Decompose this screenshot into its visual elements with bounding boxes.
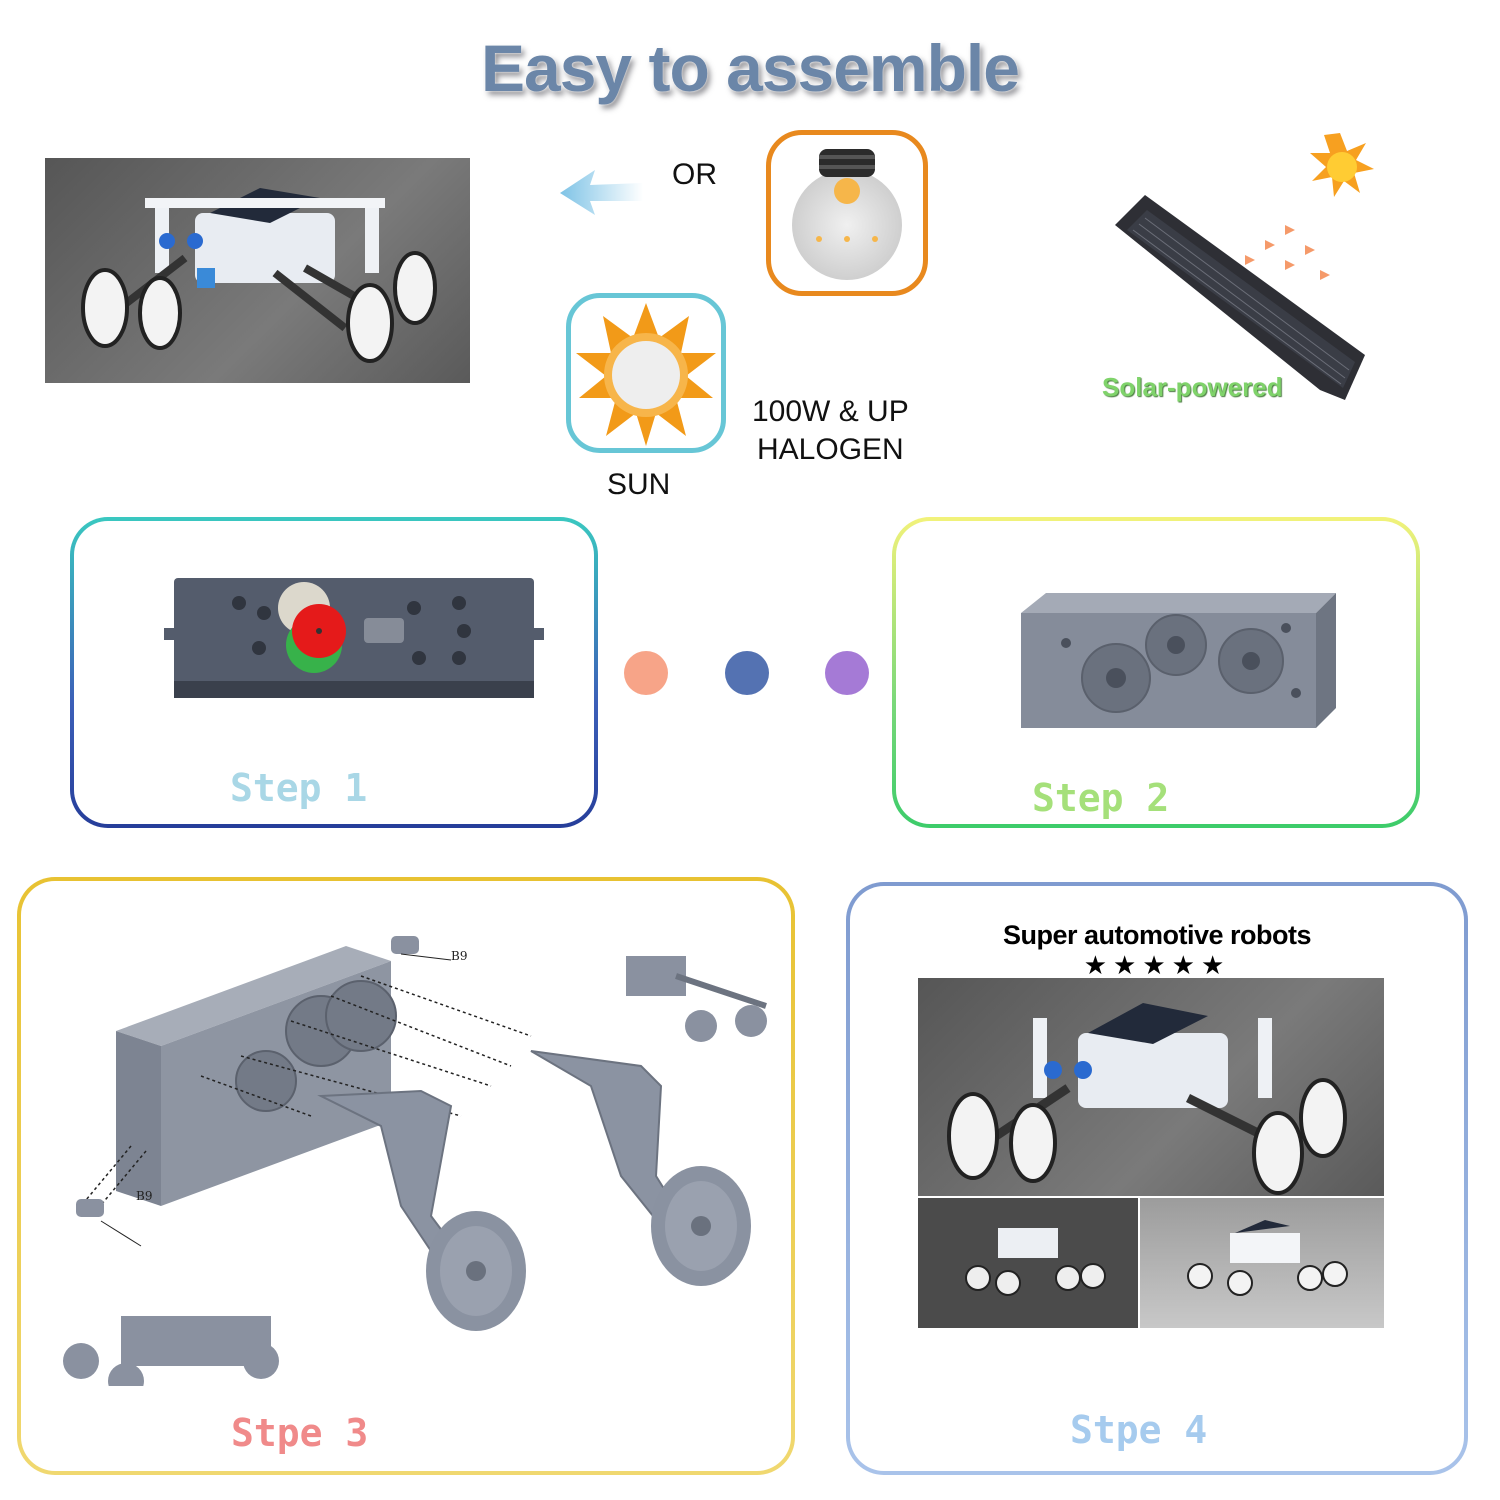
step3-label: Stpe 3 — [231, 1411, 369, 1455]
step2-label: Step 2 — [1032, 776, 1170, 820]
step4-heading: Super automotive robots — [1002, 920, 1312, 950]
arrow-left-icon — [560, 170, 643, 215]
step4-frame: Super automotive robots ★★★★★ — [846, 882, 1468, 1475]
or-label: OR — [672, 158, 717, 191]
sun-label: SUN — [607, 468, 671, 501]
robot-photo-top — [45, 158, 470, 383]
robot-photo-small-left — [918, 1198, 1138, 1328]
sun-icon — [566, 293, 726, 453]
step4-label: Stpe 4 — [1070, 1408, 1208, 1452]
step1-frame: Step 1 — [70, 517, 598, 828]
page-title: Easy to assemble — [481, 31, 1020, 105]
gearbox-open-icon — [164, 578, 544, 698]
exploded-assembly-diagram — [63, 936, 767, 1386]
rating-stars: ★★★★★ — [1083, 950, 1231, 980]
gearbox-closed-icon — [1021, 593, 1336, 728]
solar-powered-label: Solar-powered — [1102, 372, 1283, 402]
halogen-line1: 100W & UP — [752, 395, 909, 428]
b9-label-bottom: B9 — [136, 1189, 153, 1203]
halogen-lamp-icon — [766, 130, 928, 296]
robot-icon — [1187, 1220, 1348, 1296]
progress-dot-3 — [825, 651, 869, 695]
robot-icon — [965, 1228, 1106, 1296]
step1-label: Step 1 — [230, 766, 368, 810]
b9-label-top: B9 — [451, 949, 468, 963]
halogen-line2: HALOGEN — [757, 433, 904, 466]
progress-dot-1 — [624, 651, 668, 695]
progress-dot-2 — [725, 651, 769, 695]
solar-panel-icon — [1115, 133, 1374, 400]
step3-frame: B9 B9 Stpe 3 — [17, 877, 795, 1475]
robot-photo-small-right — [1140, 1198, 1384, 1328]
robot-icon — [947, 1003, 1347, 1195]
robot-photo-main — [918, 978, 1384, 1196]
step2-frame: Step 2 — [892, 517, 1420, 828]
robot-icon — [81, 188, 437, 363]
